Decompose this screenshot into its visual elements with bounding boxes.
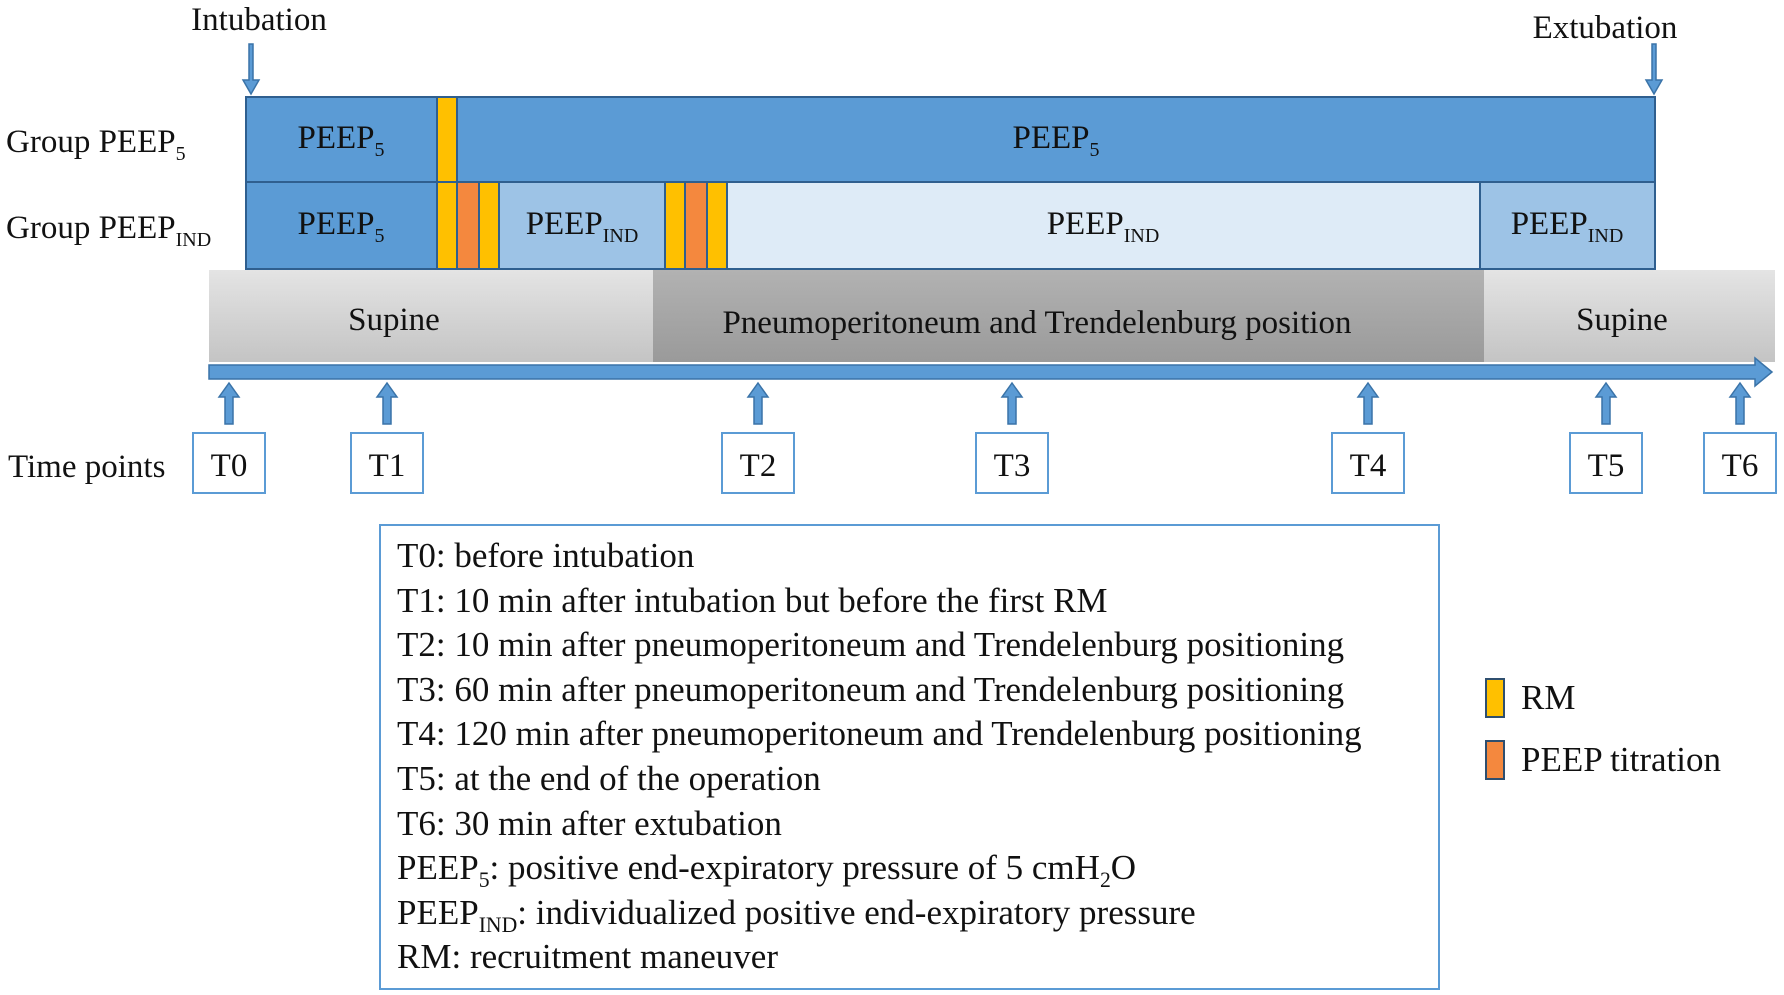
key-titration: PEEP titration: [1485, 740, 1721, 780]
intubation-arrow: [241, 43, 261, 96]
extubation-label: Extubation: [1533, 10, 1678, 46]
rm-swatch: [1485, 678, 1505, 718]
key-rm: RM: [1485, 678, 1575, 718]
legend-note-peepind: PEEPIND: individualized positive end-exp…: [397, 892, 1196, 937]
time-point-t5: T5: [1569, 381, 1643, 494]
up-arrow-icon: [375, 381, 399, 425]
legend-note-peep5: PEEP5: positive end-expiratory pressure …: [397, 848, 1137, 893]
timeline-arrow: [208, 356, 1774, 388]
pneumoperitoneum-band: [653, 270, 1484, 362]
rm-block: [436, 96, 458, 183]
legend-note: RM: recruitment maneuver: [397, 937, 778, 977]
supine-band: [1484, 270, 1775, 362]
peep-titration-block: [456, 181, 480, 270]
supine-band: [209, 270, 653, 362]
time-point-label: T3: [994, 448, 1031, 484]
supine-label: Supine: [348, 302, 440, 338]
pneumoperitoneum-label: Pneumoperitoneum and Trendelenburg posit…: [722, 305, 1351, 341]
rm-block: [478, 181, 500, 270]
abbreviation-legend: T0: before intubation T1: 10 min after i…: [379, 524, 1440, 990]
legend-note: T6: 30 min after extubation: [397, 803, 782, 843]
up-arrow-icon: [217, 381, 241, 425]
group-peep5-label: Group PEEP5: [6, 124, 186, 165]
legend-note: T3: 60 min after pneumoperitoneum and Tr…: [397, 669, 1345, 709]
peep-titration-block: [684, 181, 708, 270]
rm-block: [436, 181, 458, 270]
time-point-label: T5: [1588, 448, 1625, 484]
time-point-label: T2: [740, 448, 777, 484]
key-titration-label: PEEP titration: [1521, 740, 1721, 779]
legend-note: T5: at the end of the operation: [397, 758, 821, 798]
time-point-label: T0: [211, 448, 248, 484]
up-arrow-icon: [746, 381, 770, 425]
time-point-box: [1331, 432, 1405, 494]
rm-block: [706, 181, 728, 270]
time-point-box: [350, 432, 424, 494]
legend-note: T1: 10 min after intubation but before t…: [397, 580, 1108, 620]
peep5-segment-label: PEEP5: [1012, 120, 1099, 161]
peep5-segment: [245, 181, 438, 270]
extubation-arrow: [1644, 43, 1664, 96]
legend-note: T2: 10 min after pneumoperitoneum and Tr…: [397, 625, 1345, 665]
row-group-peepind: [245, 181, 1656, 270]
up-arrow-icon: [1356, 381, 1380, 425]
time-points-label: Time points: [8, 449, 165, 485]
peep5-segment-label: PEEP5: [297, 206, 384, 247]
peep5-segment-label: PEEP5: [297, 120, 384, 161]
up-arrow-icon: [1728, 381, 1752, 425]
peepind-segment: [1479, 181, 1656, 270]
peep5-segment: [456, 96, 1656, 183]
group-peepind-label: Group PEEPIND: [6, 210, 211, 251]
time-point-label: T4: [1350, 448, 1387, 484]
peepind-segment-label: PEEPIND: [526, 206, 639, 247]
peepind-segment-label: PEEPIND: [1047, 206, 1160, 247]
key-rm-label: RM: [1521, 678, 1576, 717]
time-point-markers: T0 T1 T2 T3 T4 T5 T6: [192, 381, 1777, 494]
legend-note: T4: 120 min after pneumoperitoneum and T…: [397, 714, 1362, 754]
time-point-box: [975, 432, 1049, 494]
time-point-box: [721, 432, 795, 494]
row-group-peep5: [245, 96, 1656, 183]
legend-note: T0: before intubation: [397, 536, 695, 575]
intubation-label: Intubation: [191, 2, 327, 38]
rm-block: [664, 181, 686, 270]
peepind-segment-label: PEEPIND: [1511, 206, 1624, 247]
time-point-box: [192, 432, 266, 494]
time-point-label: T1: [369, 448, 406, 484]
supine-label: Supine: [1576, 302, 1668, 338]
time-point-t0: T0: [192, 381, 266, 494]
time-point-t3: T3: [975, 381, 1049, 494]
time-point-box: [1703, 432, 1777, 494]
time-point-label: T6: [1722, 448, 1759, 484]
time-point-t6: T6: [1703, 381, 1777, 494]
time-point-t1: T1: [350, 381, 424, 494]
titration-swatch: [1485, 740, 1505, 780]
up-arrow-icon: [1000, 381, 1024, 425]
peepind-segment: [498, 181, 666, 270]
time-point-t2: T2: [721, 381, 795, 494]
time-point-box: [1569, 432, 1643, 494]
peepind-segment: [726, 181, 1481, 270]
time-point-t4: T4: [1331, 381, 1405, 494]
up-arrow-icon: [1594, 381, 1618, 425]
